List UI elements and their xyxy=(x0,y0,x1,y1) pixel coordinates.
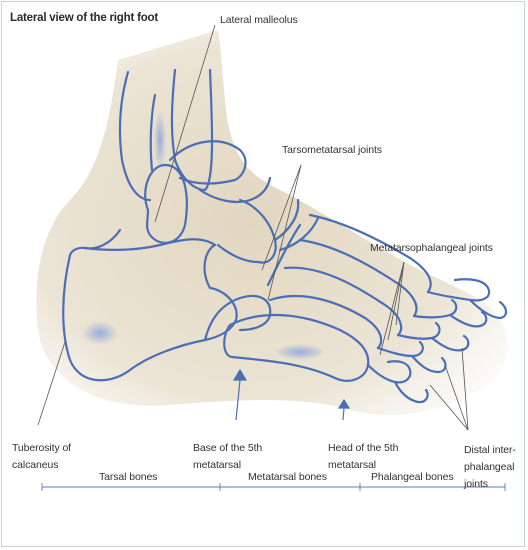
label-head5-line1: Head of the 5th xyxy=(328,440,398,457)
label-distal-line3: joints xyxy=(464,476,488,493)
label-tuberosity-line2: calcaneus xyxy=(12,457,58,474)
group-label-metatarsal: Metatarsal bones xyxy=(248,469,327,486)
calcaneus-highlight xyxy=(82,321,118,345)
label-head5-line2: metatarsal xyxy=(328,457,376,474)
malleolus-highlight xyxy=(154,110,166,170)
label-base5-line2: metatarsal xyxy=(193,457,241,474)
label-distal-line1: Distal inter- xyxy=(464,442,516,459)
metatarsal-highlight xyxy=(274,344,326,360)
label-distal-line2: phalangeal xyxy=(464,459,514,476)
label-lateral-malleolus: Lateral malleolus xyxy=(220,12,298,29)
label-metatarsophalangeal-joints: Metatarsophalangeal joints xyxy=(370,240,493,257)
label-tarsometatarsal-joints: Tarsometatarsal joints xyxy=(282,142,382,159)
label-tuberosity-line1: Tuberosity of xyxy=(12,440,71,457)
group-label-phalangeal: Phalangeal bones xyxy=(371,469,453,486)
label-base5-line1: Base of the 5th xyxy=(193,440,262,457)
figure-title: Lateral view of the right foot xyxy=(10,12,158,24)
group-label-tarsal: Tarsal bones xyxy=(99,469,157,486)
foot-skin-silhouette xyxy=(36,30,508,415)
